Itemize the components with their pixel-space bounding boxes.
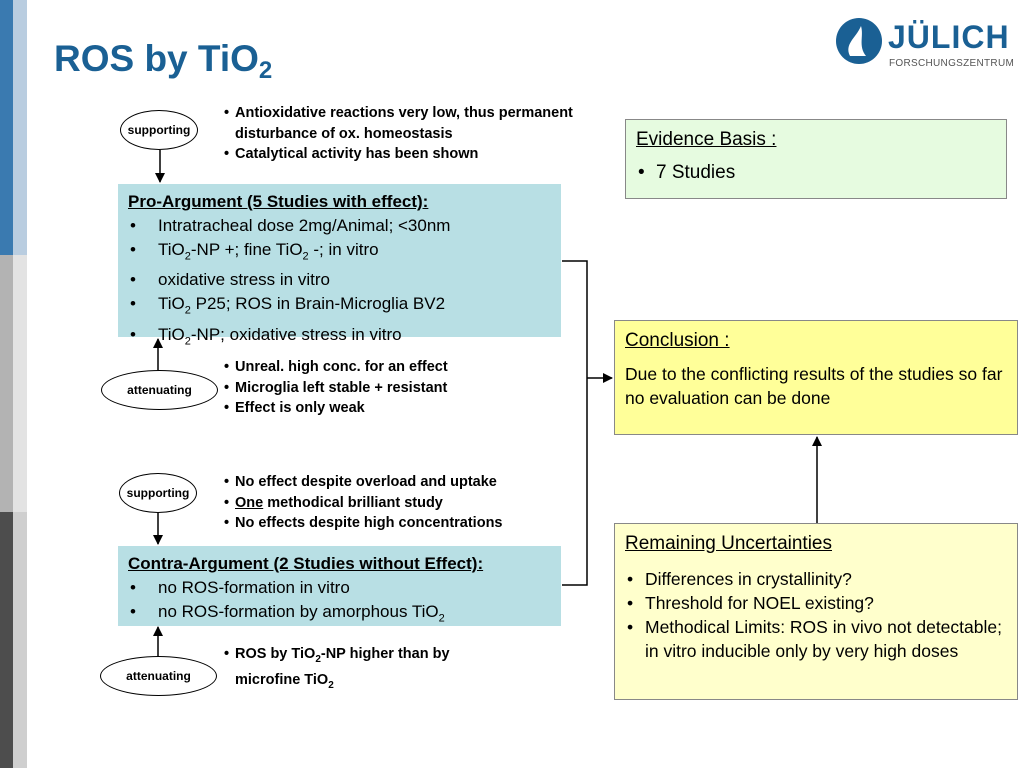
pro-item: TiO2-NP +; fine TiO2 -; in vitro <box>128 238 551 268</box>
uncertainties-box: Remaining Uncertainties Differences in c… <box>614 523 1018 700</box>
contra-item: no ROS-formation in vitro <box>128 576 551 600</box>
notes-contra-supporting: No effect despite overload and uptake On… <box>224 472 564 534</box>
oval-supporting-contra: supporting <box>119 473 197 513</box>
oval-attenuating-contra: attenuating <box>100 656 217 696</box>
notes-contra-attenuating: ROS by TiO2-NP higher than by microfine … <box>224 644 514 697</box>
evidence-basis-box: Evidence Basis : 7 Studies <box>625 119 1007 199</box>
note-item: No effect despite overload and uptake <box>224 472 564 493</box>
note-item: Unreal. high conc. for an effect <box>224 357 554 378</box>
notes-pro-supporting: Antioxidative reactions very low, thus p… <box>224 103 594 165</box>
oval-supporting-pro: supporting <box>120 110 198 150</box>
uncertainties-heading: Remaining Uncertainties <box>625 533 832 554</box>
note-item: Microglia left stable + resistant <box>224 378 554 399</box>
contra-item: no ROS-formation by amorphous TiO2 <box>128 600 551 630</box>
left-decor-strip <box>0 0 27 255</box>
evidence-heading: Evidence Basis : <box>636 129 777 150</box>
page-title: ROS by TiO2 <box>54 38 273 84</box>
pro-argument-box: Pro-Argument (5 Studies with effect): In… <box>118 184 561 347</box>
conclusion-text: Due to the conflicting results of the st… <box>625 364 1003 408</box>
note-item: Effect is only weak <box>224 398 554 419</box>
uncertainty-item: Methodical Limits: ROS in vivo not detec… <box>625 615 1007 663</box>
julich-logo: JÜLICH FORSCHUNGSZENTRUM <box>834 14 1014 74</box>
logo-subtitle: FORSCHUNGSZENTRUM <box>889 58 1015 69</box>
notes-pro-attenuating: Unreal. high conc. for an effect Microgl… <box>224 357 554 419</box>
contra-argument-heading: Contra-Argument (2 Studies without Effec… <box>128 554 484 573</box>
note-item: Catalytical activity has been shown <box>224 144 594 165</box>
conclusion-heading: Conclusion : <box>625 330 730 351</box>
note-item: ROS by TiO2-NP higher than by microfine … <box>224 644 514 697</box>
left-decor-strip-mid <box>0 255 27 512</box>
logo-word: JÜLICH <box>888 19 1010 55</box>
evidence-item: 7 Studies <box>636 161 996 185</box>
pro-item: TiO2 P25; ROS in Brain-Microglia BV2 <box>128 292 551 322</box>
pro-item: oxidative stress in vitro <box>128 268 551 292</box>
note-item: Antioxidative reactions very low, thus p… <box>224 103 594 144</box>
uncertainty-item: Threshold for NOEL existing? <box>625 591 1007 615</box>
pro-argument-heading: Pro-Argument (5 Studies with effect): <box>128 192 429 211</box>
conclusion-box: Conclusion : Due to the conflicting resu… <box>614 320 1018 435</box>
bracket-to-conclusion <box>562 260 588 586</box>
julich-logo-icon <box>836 18 882 64</box>
note-underlined: One <box>235 494 264 511</box>
left-decor-strip-bottom <box>0 512 27 768</box>
uncertainty-item: Differences in crystallinity? <box>625 567 1007 591</box>
oval-attenuating-pro: attenuating <box>101 370 218 410</box>
pro-item: Intratracheal dose 2mg/Animal; <30nm <box>128 214 551 238</box>
pro-item: TiO2-NP; oxidative stress in vitro <box>128 323 551 353</box>
contra-argument-box: Contra-Argument (2 Studies without Effec… <box>118 546 561 626</box>
note-item: One methodical brilliant study <box>224 493 564 514</box>
note-item: No effects despite high concentrations <box>224 513 564 534</box>
